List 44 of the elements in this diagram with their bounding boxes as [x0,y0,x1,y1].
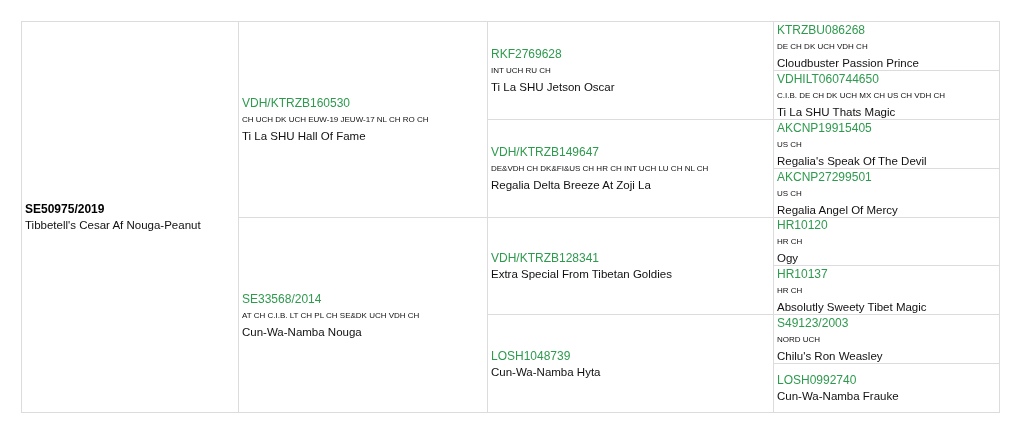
dog-name: Regalia Angel Of Mercy [777,202,898,218]
registration-number: AKCNP27299501 [777,168,872,185]
title-list: US CH [777,135,802,153]
registration-number: HR10137 [777,265,828,282]
dog-name: Chilu's Ron Weasley [777,348,883,364]
pedigree-cell [773,21,1000,71]
dog-name: Ti La SHU Jetson Oscar [491,80,615,95]
title-list: C.I.B. DE CH DK UCH MX CH US CH VDH CH [777,86,945,104]
dog-name: Ti La SHU Hall Of Fame [242,129,366,144]
dog-name: Ti La SHU Thats Magic [777,104,896,120]
registration-number: HR10120 [777,217,828,233]
registration-number: KTRZBU086268 [777,21,866,38]
title-list: AT CH C.I.B. LT CH PL CH SE&DK UCH VDH CH [242,306,420,324]
dog-name: Cloudbuster Passion Prince [777,55,919,71]
title-list: US CH [777,184,802,202]
registration-number: VDH/KTRZB128341 [491,250,600,266]
title-list: DE CH DK UCH VDH CH [777,37,868,55]
registration-number: SE50975/2019 [25,201,105,217]
registration-number: LOSH1048739 [491,347,571,364]
title-list: CH UCH DK UCH EUW-19 JEUW-17 NL CH RO CH [242,111,429,128]
title-list: INT UCH RU CH [491,62,551,79]
registration-number: S49123/2003 [777,314,849,331]
pedigree-cell [773,363,1000,413]
registration-number: SE33568/2014 [242,290,322,307]
dog-name: Ogy [777,251,799,266]
registration-number: VDH/KTRZB160530 [242,95,351,111]
registration-number: AKCNP19915405 [777,119,872,136]
registration-number: VDH/KTRZB149647 [491,144,600,160]
title-list: DE&VDH CH DK&FI&US CH HR CH INT UCH LU CH NL CH [491,160,709,177]
dog-name: Regalia Delta Breeze At Zoji La [491,178,651,193]
registration-number: LOSH0992740 [777,372,857,388]
registration-number: RKF2769628 [491,46,562,62]
dog-name: Cun-Wa-Namba Frauke [777,389,899,404]
dog-name: Tibbetell's Cesar Af Nouga-Peanut [25,218,201,233]
pedigree-cell [21,21,239,413]
registration-number: VDHILT060744650 [777,70,879,87]
title-list: HR CH [777,281,803,299]
title-list: HR CH [777,233,803,250]
dog-name: Cun-Wa-Namba Nouga [242,324,362,340]
dog-name: Cun-Wa-Namba Hyta [491,364,601,380]
dog-name: Regalia's Speak Of The Devil [777,153,927,169]
dog-name: Absolutly Sweety Tibet Magic [777,299,927,315]
dog-name: Extra Special From Tibetan Goldies [491,267,672,282]
title-list: NORD UCH [777,330,821,348]
